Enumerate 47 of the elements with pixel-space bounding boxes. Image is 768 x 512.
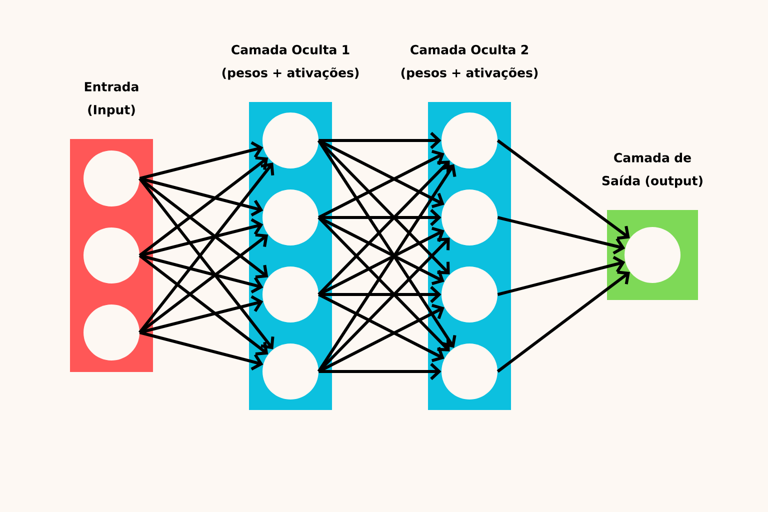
- arrow: [318, 208, 442, 226]
- arrow: [497, 216, 626, 255]
- arrow: [139, 141, 264, 180]
- arrow: [318, 216, 450, 352]
- arrow: [318, 226, 444, 296]
- arrow: [138, 162, 274, 334]
- arrow: [318, 238, 450, 373]
- arrow: [139, 254, 264, 294]
- arrow: [496, 139, 630, 240]
- layer-heading: Entrada (Input): [84, 82, 138, 117]
- neuron-circle: [442, 266, 498, 322]
- arrow: [318, 216, 444, 286]
- neuron-circle: [442, 112, 498, 168]
- arrow: [317, 140, 456, 348]
- arrow: [318, 150, 444, 219]
- arrow: [138, 254, 268, 356]
- neuron-circle: [262, 112, 318, 168]
- arrow: [139, 177, 264, 216]
- arrow: [317, 164, 456, 372]
- arrow: [318, 139, 450, 274]
- arrow: [138, 156, 268, 257]
- arrow: [138, 177, 268, 279]
- layer-heading: Camada de Saída (output): [602, 152, 702, 188]
- neuron-circle: [442, 190, 498, 246]
- neuron-circle: [84, 304, 140, 360]
- layer-heading: Camada Oculta 1 (pesos + ativações): [222, 44, 359, 80]
- arrow: [318, 304, 444, 373]
- arrow: [139, 331, 264, 370]
- arrow: [139, 218, 264, 257]
- arrow: [497, 256, 626, 296]
- arrow: [318, 286, 442, 304]
- arrow: [318, 132, 442, 150]
- arrow: [139, 295, 264, 334]
- arrow: [138, 178, 274, 350]
- neuron-circle: [624, 227, 680, 283]
- neuron-circle: [262, 266, 318, 322]
- neuron-circle: [262, 344, 318, 400]
- arrow: [318, 139, 444, 208]
- neuron-circle: [442, 344, 498, 400]
- neuron-circle: [84, 150, 140, 206]
- arrow: [318, 293, 444, 362]
- neuron-circle: [262, 190, 318, 246]
- layer-heading: Camada Oculta 2 (pesos + ativações): [401, 44, 538, 80]
- arrow: [138, 233, 268, 334]
- neuron-circle: [84, 228, 140, 284]
- arrow: [318, 160, 450, 296]
- arrow: [318, 362, 442, 380]
